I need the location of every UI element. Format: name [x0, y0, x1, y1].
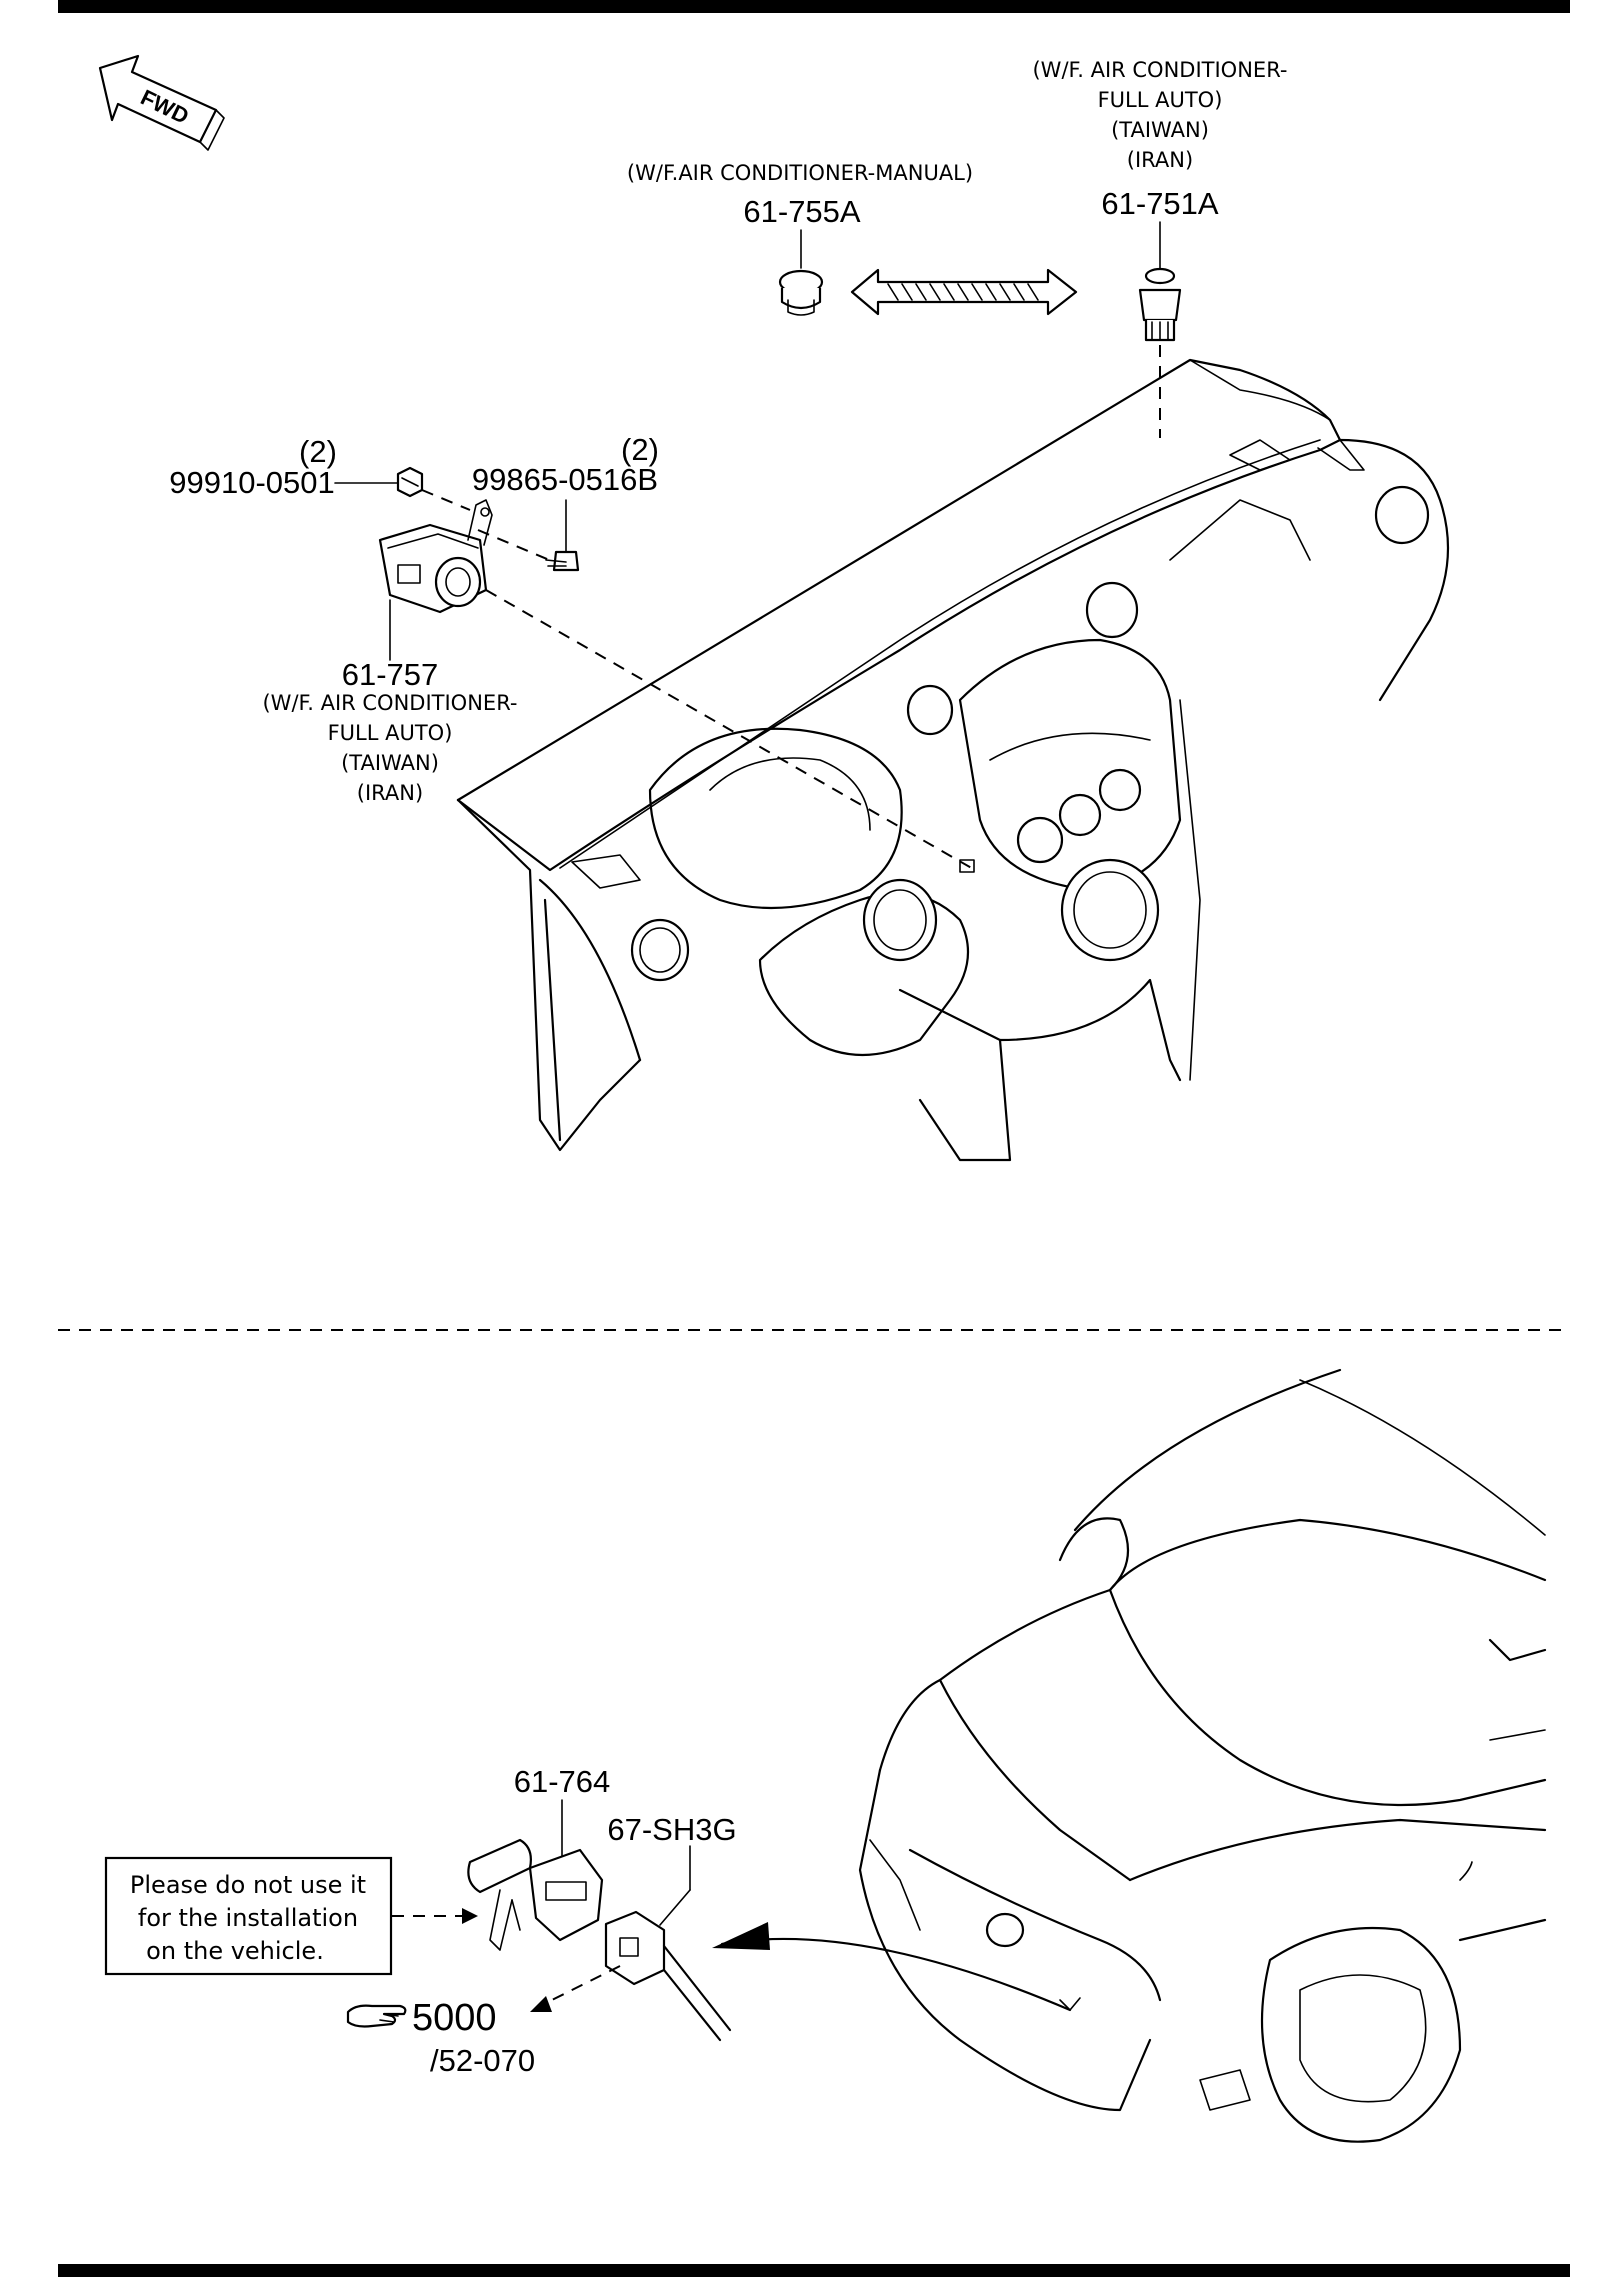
reference-subnumber: /52-070 — [430, 2043, 535, 2078]
install-line-nut — [421, 489, 471, 511]
nut-99910-0501 — [396, 466, 424, 498]
reference-5000[interactable]: 5000 /52-070 — [346, 1997, 535, 2078]
note-line-3: on the vehicle. — [146, 1937, 324, 1965]
note-61-757-line1: (W/F. AIR CONDITIONER- — [262, 691, 517, 715]
vehicle-front-illustration — [858, 1368, 1547, 2143]
interchange-arrow-icon — [850, 268, 1078, 316]
fwd-arrow-icon: FWD — [98, 54, 225, 151]
instrument-panel-illustration — [456, 358, 1450, 1162]
sun-sensor-61-751A — [1138, 267, 1182, 342]
callout-61-751A: (W/F. AIR CONDITIONER- FULL AUTO) (TAIWA… — [1032, 58, 1287, 221]
note-61-751A-line3: (TAIWAN) — [1111, 118, 1209, 142]
part-number-61-764: 61-764 — [514, 1764, 611, 1799]
note-box: Please do not use it for the installatio… — [104, 1856, 393, 1976]
sensor-61-757 — [378, 499, 493, 614]
callout-99865-0516B: (2) 99865-0516B — [472, 432, 659, 497]
callout-61-757: 61-757 (W/F. AIR CONDITIONER- FULL AUTO)… — [262, 657, 517, 805]
callout-99910-0501: (2) 99910-0501 — [169, 434, 337, 500]
callout-61-755A: (W/F.AIR CONDITIONER-MANUAL) 61-755A — [627, 161, 973, 229]
part-number-99910-0501: 99910-0501 — [169, 465, 335, 500]
ref-pointer-line — [539, 1965, 621, 2007]
part-number-61-751A: 61-751A — [1101, 186, 1219, 221]
note-61-751A-line2: FULL AUTO) — [1098, 88, 1223, 112]
note-61-751A-line1: (W/F. AIR CONDITIONER- — [1032, 58, 1287, 82]
top-border-bar — [58, 0, 1570, 13]
part-number-99865-0516B: 99865-0516B — [472, 462, 658, 497]
bottom-border-bar — [58, 2264, 1570, 2277]
qty-99910-0501: (2) — [299, 434, 337, 469]
note-line-1: Please do not use it — [130, 1871, 366, 1899]
note-61-757-line4: (IRAN) — [357, 781, 423, 805]
location-pointer-arrow — [712, 1922, 1072, 2012]
ref-pointer-arrowhead — [530, 1996, 552, 2012]
harness-67-SH3G — [604, 1910, 732, 2042]
qty-99865-0516B: (2) — [621, 432, 659, 467]
reference-number: 5000 — [412, 1997, 497, 2039]
note-61-757-line2: FULL AUTO) — [328, 721, 453, 745]
note-61-751A-line4: (IRAN) — [1127, 148, 1193, 172]
screw-99865-0516B — [545, 550, 580, 572]
fwd-label: FWD — [137, 85, 193, 129]
leader-67-SH3G-bend — [659, 1889, 691, 1926]
part-number-67-SH3G: 67-SH3G — [607, 1812, 736, 1847]
install-line-screw — [477, 529, 555, 563]
harness-61-764 — [467, 1838, 604, 1951]
sensor-cover-61-755A — [778, 269, 824, 316]
note-pointer-arrowhead — [462, 1908, 478, 1924]
install-line-61-757 — [485, 589, 976, 871]
note-line-2: for the installation — [138, 1904, 358, 1932]
pointing-hand-icon — [346, 2004, 407, 2028]
note-61-757-line3: (TAIWAN) — [341, 751, 439, 775]
note-61-755A: (W/F.AIR CONDITIONER-MANUAL) — [627, 161, 973, 185]
part-number-61-757: 61-757 — [342, 657, 439, 692]
part-number-61-755A: 61-755A — [743, 194, 861, 229]
